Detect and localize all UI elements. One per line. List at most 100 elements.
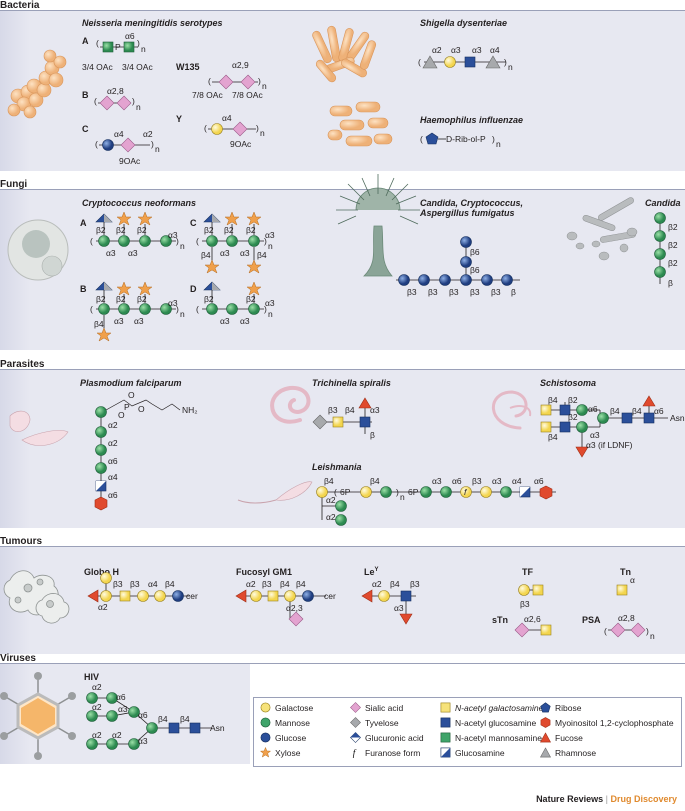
legend-item-glucosamine: Glucosamine xyxy=(440,747,505,758)
svg-text:α2: α2 xyxy=(246,579,256,589)
hiv-asn: Asn xyxy=(210,723,225,733)
svg-text:β3: β3 xyxy=(262,579,272,589)
svg-text:β4: β4 xyxy=(158,714,168,724)
neisseria-cells xyxy=(7,49,67,119)
svg-text:α3: α3 xyxy=(220,316,230,326)
aspergillus-illustration xyxy=(336,174,420,277)
svg-text:α2: α2 xyxy=(92,702,102,712)
svg-text:α3: α3 xyxy=(134,316,144,326)
schistosoma-asn: Asn xyxy=(670,413,685,423)
svg-text:n: n xyxy=(180,241,185,251)
svg-text:α3: α3 xyxy=(590,430,600,440)
svg-text:n: n xyxy=(650,631,655,641)
svg-text:): ) xyxy=(396,487,399,497)
svg-text:α2,9: α2,9 xyxy=(232,60,249,70)
glucose-circle-icon xyxy=(260,732,271,743)
legend-item-sialic-acid: Sialic acid xyxy=(350,702,403,713)
legend-item-xylose: Xylose xyxy=(260,747,301,758)
svg-text:(: ( xyxy=(204,123,207,133)
serotype-a-acetyl: 3/4 OAc xyxy=(82,62,113,72)
section-title-parasites: Parasites xyxy=(0,359,45,370)
species-plasmodium: Plasmodium falciparum xyxy=(80,378,182,388)
svg-text:α4: α4 xyxy=(108,472,118,482)
ldnf-note: α3 (if LDNF) xyxy=(586,440,633,450)
svg-text:β4: β4 xyxy=(345,405,355,415)
svg-text:α3: α3 xyxy=(265,298,275,308)
svg-text:(: ( xyxy=(95,139,98,149)
fungi-panel xyxy=(0,190,685,350)
section-title-bacteria: Bacteria xyxy=(0,0,40,11)
svg-text:β: β xyxy=(370,430,375,440)
legend-item-glcnac: N-acetyl glucosamine xyxy=(440,717,536,728)
svg-text:α2: α2 xyxy=(98,602,108,612)
ribose-pentagon-icon xyxy=(540,702,551,713)
legend-item-galactose: Galactose xyxy=(260,702,313,713)
xylose-star-icon xyxy=(260,747,271,758)
svg-text:): ) xyxy=(646,626,649,636)
svg-text:): ) xyxy=(504,57,507,67)
svg-text:β3: β3 xyxy=(491,287,501,297)
svg-text:α3: α3 xyxy=(240,248,250,258)
svg-text:α: α xyxy=(630,575,635,585)
svg-text:α6: α6 xyxy=(125,31,135,41)
svg-text:n: n xyxy=(155,144,160,154)
svg-text:α2: α2 xyxy=(372,579,382,589)
svg-text:β2: β2 xyxy=(668,222,678,232)
svg-text:β2: β2 xyxy=(204,294,214,304)
svg-text:α3: α3 xyxy=(370,405,380,415)
svg-text:α6: α6 xyxy=(588,404,598,414)
svg-text:α3: α3 xyxy=(472,45,482,55)
svg-text:Y: Y xyxy=(176,114,182,124)
svg-text:β3: β3 xyxy=(113,579,123,589)
tumours-panel xyxy=(0,547,685,654)
svg-text:α2: α2 xyxy=(112,730,122,740)
antigen-globo-h: Globo H xyxy=(84,567,119,577)
section-title-fungi: Fungi xyxy=(0,179,28,190)
svg-text:n: n xyxy=(268,241,273,251)
legend-item-tyvelose: Tyvelose xyxy=(350,717,399,728)
legend-item-fucose: Fucose xyxy=(540,732,583,743)
legend-item-rhamnose: Rhamnose xyxy=(540,747,596,758)
svg-text:(: ( xyxy=(208,76,211,86)
svg-text:β2: β2 xyxy=(668,258,678,268)
svg-text:α4: α4 xyxy=(148,579,158,589)
cryptococcus-cells xyxy=(7,219,69,281)
svg-text:): ) xyxy=(492,134,495,144)
haemophilus-cells xyxy=(327,101,393,147)
hiv-virion-illustration xyxy=(0,672,76,760)
n-acetyl-galactosamine-square-icon xyxy=(440,702,451,713)
svg-text:β3: β3 xyxy=(410,579,420,589)
antigen-tn: Tn xyxy=(620,567,631,577)
svg-text:B: B xyxy=(80,284,87,294)
svg-text:β6: β6 xyxy=(470,265,480,275)
svg-text:n: n xyxy=(262,81,267,91)
legend-item-galnac: N-acetyl galactosamine xyxy=(440,702,543,713)
svg-text:(: ( xyxy=(334,487,337,497)
svg-text:α3: α3 xyxy=(432,476,442,486)
svg-text:6P: 6P xyxy=(408,487,419,497)
n-acetyl-mannosamine-square-icon xyxy=(440,732,451,743)
legend-item-ribose: Ribose xyxy=(540,702,581,713)
legend: Galactose Mannose Glucose Xylose Sialic … xyxy=(253,697,682,767)
svg-text:n: n xyxy=(141,44,146,54)
species-candida: Candida xyxy=(645,198,681,208)
svg-text:(: ( xyxy=(196,304,199,314)
svg-text:(: ( xyxy=(196,236,199,246)
svg-text:W135: W135 xyxy=(176,62,200,72)
svg-text:α2: α2 xyxy=(108,420,118,430)
svg-text:α2: α2 xyxy=(326,512,336,522)
svg-text:β4: β4 xyxy=(370,476,380,486)
svg-text:cer: cer xyxy=(324,591,336,601)
svg-text:β2: β2 xyxy=(137,225,147,235)
svg-text:α2,8: α2,8 xyxy=(107,86,124,96)
antigen-stn: sTn xyxy=(492,615,508,625)
svg-text:α6: α6 xyxy=(654,406,664,416)
svg-text:(: ( xyxy=(420,134,423,144)
svg-text:β2: β2 xyxy=(96,225,106,235)
legend-item-glucuronic-acid: Glucuronic acid xyxy=(350,732,424,743)
svg-text:β2: β2 xyxy=(246,225,256,235)
svg-text:n: n xyxy=(508,62,513,72)
shigella-cells xyxy=(312,25,377,83)
svg-text:β2: β2 xyxy=(246,294,256,304)
svg-text:β3: β3 xyxy=(130,579,140,589)
